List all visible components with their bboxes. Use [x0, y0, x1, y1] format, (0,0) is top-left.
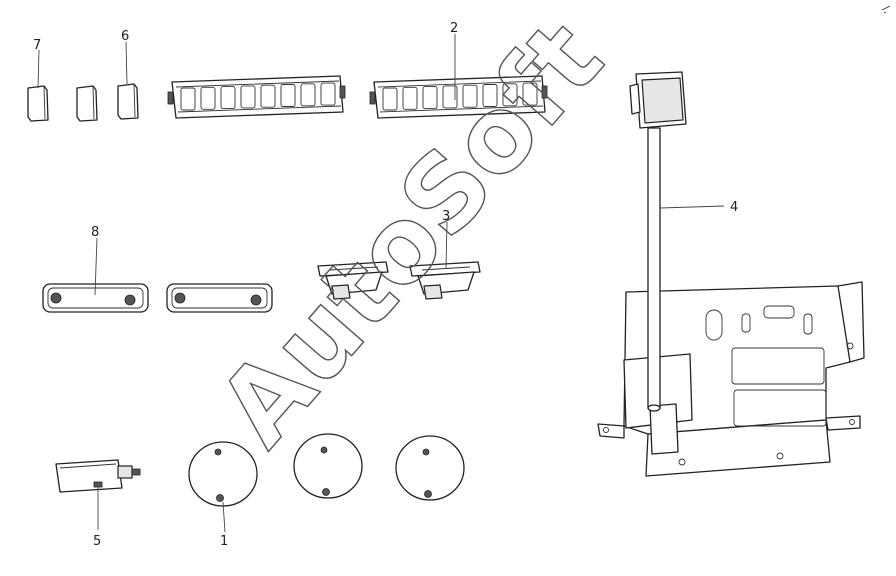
grille-slot [300, 83, 316, 107]
label-5: 5 [93, 534, 101, 549]
grille-slot [180, 87, 196, 111]
part-7b-cap [76, 85, 98, 122]
part-6-cap [117, 83, 139, 120]
part-1-cover-b [293, 433, 363, 499]
part-1-cover-c [395, 435, 465, 501]
leader-lines [37, 34, 725, 533]
part-8-lamp-left [42, 283, 149, 313]
grille-slot [442, 85, 458, 109]
part-2-grille-left [167, 75, 346, 119]
label-8: 8 [91, 225, 99, 240]
grille-slot [402, 86, 418, 110]
grille-slot [462, 84, 478, 108]
part-8-lamp-right [166, 283, 273, 313]
grille-slot [522, 82, 538, 106]
part-7-cap [27, 85, 49, 122]
grille-slot [422, 86, 438, 110]
grille-slot [200, 86, 216, 110]
part-4-bracket-panel [597, 281, 865, 477]
part-4-mirror [629, 71, 687, 412]
part-1-cover-a [188, 441, 258, 507]
watermark: AutoSoft [194, 0, 627, 469]
watermark-text: AutoSoft [195, 0, 626, 468]
grille-slot [220, 86, 236, 110]
part-2-grille-right [369, 75, 548, 119]
part-3-socket-right [409, 261, 481, 300]
grille-slot [382, 87, 398, 111]
label-6: 6 [121, 29, 129, 44]
part-5-sensor [55, 459, 141, 493]
grille-slot [240, 85, 256, 109]
label-1: 1 [220, 534, 228, 549]
grille-slot [320, 82, 336, 106]
grille-slot [260, 84, 276, 108]
label-2: 2 [450, 21, 458, 36]
label-7: 7 [33, 38, 41, 53]
label-3: 3 [442, 209, 450, 224]
label-4: 4 [730, 200, 738, 215]
grille-slot [502, 83, 518, 107]
corner-mark [881, 5, 891, 14]
grille-slot [482, 84, 498, 107]
part-3-socket-left [317, 261, 389, 300]
grille-slot [280, 84, 296, 107]
